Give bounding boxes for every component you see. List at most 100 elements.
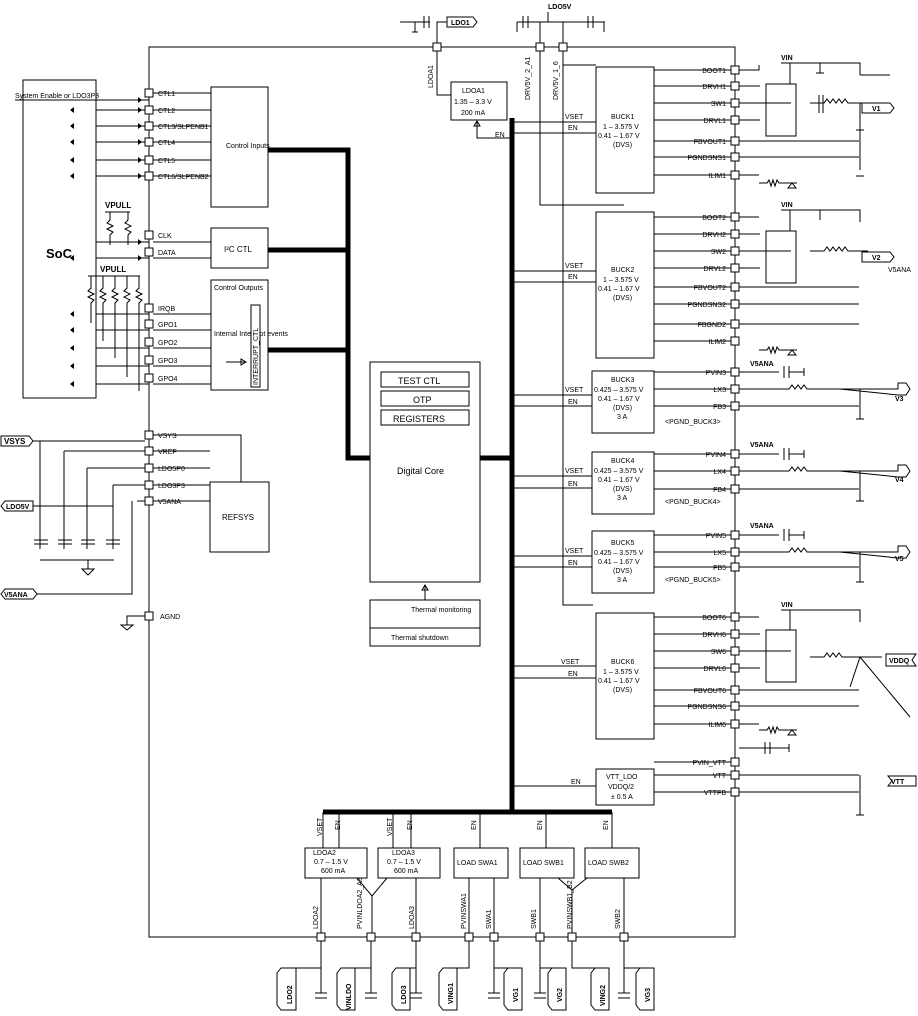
svg-text:0.41 – 1.67 V: 0.41 – 1.67 V	[598, 286, 640, 293]
svg-text:VSET: VSET	[565, 548, 584, 555]
svg-text:0.41 – 1.67 V: 0.41 – 1.67 V	[598, 678, 640, 685]
svg-text:LDOA2: LDOA2	[313, 850, 336, 857]
svg-text:600 mA: 600 mA	[394, 868, 418, 875]
svg-text:VTT: VTT	[891, 779, 905, 786]
svg-text:600 mA: 600 mA	[321, 868, 345, 875]
svg-text:0.41 – 1.67 V: 0.41 – 1.67 V	[598, 133, 640, 140]
svg-text:GPO2: GPO2	[158, 340, 178, 347]
thermal-monitoring-label: Thermal monitoring	[411, 607, 471, 614]
svg-text:EN: EN	[571, 779, 581, 786]
soc-ctl-lines	[70, 97, 149, 387]
svg-text:PVINSWA1: PVINSWA1	[461, 893, 468, 929]
svg-text:± 0.5 A: ± 0.5 A	[611, 794, 633, 801]
buck3-external: V5ANA V3	[739, 361, 911, 420]
svg-text:BUCK5: BUCK5	[611, 540, 634, 547]
svg-text:SWB2: SWB2	[615, 909, 622, 929]
bottom-nets: LDO2 VINLDO LDO3 VING1 VG1 VG2 VING2 VG3	[276, 941, 655, 1011]
svg-text:LDO3: LDO3	[401, 985, 408, 1004]
svg-text:VDDQ/2: VDDQ/2	[608, 784, 634, 791]
svg-text:DRVL1: DRVL1	[704, 118, 727, 125]
svg-text:AGND: AGND	[160, 614, 180, 621]
svg-text:CTL6/SLPENB2: CTL6/SLPENB2	[158, 174, 209, 181]
svg-text:(DVS): (DVS)	[613, 295, 632, 302]
svg-text:EN: EN	[568, 274, 578, 281]
svg-text:VG2: VG2	[557, 988, 564, 1002]
vtt-ldo-block	[595, 768, 655, 806]
svg-text:V2: V2	[872, 255, 881, 262]
load-swb1-block: LOAD SWB1 EN	[519, 812, 575, 879]
svg-text:V3: V3	[895, 396, 904, 403]
svg-text:EN: EN	[568, 125, 578, 132]
svg-text:PGNDSNS6: PGNDSNS6	[687, 704, 726, 711]
svg-text:LX3: LX3	[714, 387, 727, 394]
svg-text:LDO3P3: LDO3P3	[158, 483, 185, 490]
ldoa1-name: LDOA1	[462, 88, 485, 95]
svg-text:VSYS: VSYS	[4, 437, 26, 446]
svg-text:CTL2: CTL2	[158, 108, 175, 115]
buck1-external: VIN V1	[739, 55, 895, 189]
svg-text:0.41 – 1.67 V: 0.41 – 1.67 V	[598, 477, 640, 484]
svg-text:BOOT1: BOOT1	[702, 68, 726, 75]
svg-text:LX4: LX4	[714, 469, 727, 476]
buck6-block	[595, 612, 655, 740]
svg-text:VSET: VSET	[317, 817, 324, 836]
svg-text:0.7 – 1.5 V: 0.7 – 1.5 V	[314, 859, 348, 866]
svg-text:VTTFB: VTTFB	[704, 790, 726, 797]
svg-text:FBGND2: FBGND2	[698, 322, 727, 329]
control-inputs-label: Control Inputs	[226, 143, 270, 150]
svg-text:PVINSWB1_B2: PVINSWB1_B2	[567, 880, 574, 929]
ldoa1-block	[450, 81, 508, 121]
left-pin-labels: CTL1 CTL2 CTL3/SLPENB1 CTL4 CTL5 CTL6/SL…	[158, 91, 209, 621]
left-power-nets: VSYS LDO5V V5ANA	[0, 435, 145, 631]
svg-text:0.41 – 1.67 V: 0.41 – 1.67 V	[598, 396, 640, 403]
svg-text:GPO4: GPO4	[158, 376, 178, 383]
bottom-pin-labels: LDOA2 PVINLDOA2_A3 LDOA3 PVINSWA1 SWA1 S…	[313, 877, 622, 929]
svg-text:VREF: VREF	[158, 449, 177, 456]
svg-text:VIN: VIN	[781, 202, 793, 209]
svg-text:LDO5V: LDO5V	[548, 4, 572, 11]
test-ctl-label: TEST CTL	[398, 376, 440, 386]
svg-text:LOAD SWB1: LOAD SWB1	[523, 860, 564, 867]
svg-text:BOOT2: BOOT2	[702, 215, 726, 222]
svg-text:FBVOUT2: FBVOUT2	[694, 285, 726, 292]
ldoa1-current: 200 mA	[461, 110, 485, 117]
vpull-label-1: VPULL	[105, 201, 131, 210]
svg-text:EN: EN	[603, 820, 610, 830]
svg-text:LOAD SWB2: LOAD SWB2	[588, 860, 629, 867]
svg-text:V1: V1	[872, 106, 881, 113]
svg-text:VTT_LDO: VTT_LDO	[606, 774, 638, 781]
refsys-label: REFSYS	[222, 513, 254, 522]
svg-text:VSET: VSET	[565, 387, 584, 394]
svg-text:VIN: VIN	[781, 55, 793, 62]
svg-text:(DVS): (DVS)	[613, 142, 632, 149]
svg-text:SWA1: SWA1	[486, 909, 493, 929]
svg-text:VING2: VING2	[600, 985, 607, 1006]
internal-bus	[268, 147, 512, 461]
svg-text:VSYS: VSYS	[158, 433, 177, 440]
top-supply-nets: LDO1 LDO5V	[400, 4, 605, 52]
svg-text:ILIM1: ILIM1	[708, 173, 726, 180]
svg-text:LDO2: LDO2	[287, 985, 294, 1004]
svg-text:3 A: 3 A	[617, 577, 627, 584]
svg-text:LDO5V: LDO5V	[6, 504, 30, 511]
svg-text:1 – 3.575 V: 1 – 3.575 V	[603, 124, 639, 131]
buck4-block: BUCK4 0.425 – 3.575 V 0.41 – 1.67 V (DVS…	[512, 451, 721, 515]
svg-text:FB5: FB5	[713, 565, 726, 572]
buck2-external: VIN V2 V5ANA	[739, 202, 911, 356]
buck6-external: VIN VDDQ	[739, 602, 917, 736]
svg-text:EN: EN	[537, 820, 544, 830]
svg-text:PVIN5: PVIN5	[706, 533, 726, 540]
svg-text:FB3: FB3	[713, 404, 726, 411]
buck5-external: V5ANA V5	[739, 523, 911, 583]
svg-text:V5ANA: V5ANA	[750, 442, 774, 449]
interrupt-ctl-label: INTERRUPT_CTL	[253, 328, 260, 385]
svg-text:PGNDSNS1: PGNDSNS1	[687, 155, 726, 162]
svg-text:(DVS): (DVS)	[613, 405, 632, 412]
svg-text:DRVL2: DRVL2	[704, 266, 727, 273]
svg-text:IRQB: IRQB	[158, 306, 175, 313]
svg-text:0.425 – 3.575 V: 0.425 – 3.575 V	[594, 468, 644, 475]
svg-text:EN: EN	[568, 481, 578, 488]
buck3-block: BUCK3 0.425 – 3.575 V 0.41 – 1.67 V (DVS…	[512, 370, 721, 434]
svg-text:V4: V4	[895, 477, 904, 484]
thermal-monitoring-block	[369, 599, 481, 629]
